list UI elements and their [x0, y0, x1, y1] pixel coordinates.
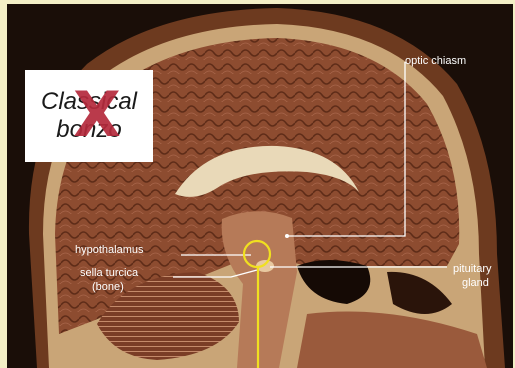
- label-sella-turcica-sub: (bone): [92, 281, 124, 294]
- watermark-x-mark: X: [73, 84, 121, 146]
- label-optic-chiasm: optic chiasm: [405, 55, 466, 68]
- watermark-badge: Classical bonzo X: [25, 70, 153, 162]
- label-sella-turcica: sella turcica: [80, 267, 138, 280]
- leader-dot-optic-chiasm: [285, 234, 289, 238]
- label-pituitary: pituitary: [453, 263, 492, 276]
- label-pituitary-sub: gland: [462, 277, 489, 290]
- label-hypothalamus: hypothalamus: [75, 244, 144, 257]
